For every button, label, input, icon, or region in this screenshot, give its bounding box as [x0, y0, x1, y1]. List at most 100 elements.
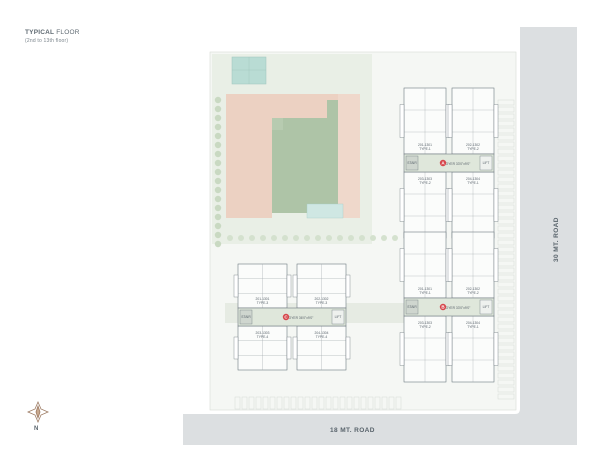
road-label-right: 30 MT. ROAD	[553, 217, 560, 262]
lift-core	[479, 299, 493, 315]
parking-bay	[269, 396, 276, 410]
tower-letter: A	[441, 161, 445, 166]
tower-letter: C	[284, 315, 288, 320]
parking-bay	[497, 169, 515, 176]
parking-bay	[374, 396, 381, 410]
unit-number: 204-1304	[466, 177, 480, 181]
tree	[326, 235, 332, 241]
foyer-label: FOYER 36'0"x9'0"	[287, 316, 315, 320]
tower-letter: B	[441, 305, 445, 310]
parking-bay	[497, 99, 515, 106]
plan-title: TYPICAL FLOOR (2nd to 13th floor)	[25, 29, 80, 45]
tree	[214, 204, 222, 212]
unit-type: TYPE-3	[257, 301, 269, 305]
parking-bay	[497, 239, 515, 246]
tree	[214, 114, 222, 122]
balcony	[447, 332, 453, 366]
tree	[293, 235, 299, 241]
parking-bay	[339, 396, 346, 410]
tree	[214, 186, 222, 194]
parking-bay	[497, 323, 515, 330]
parking-bay	[497, 372, 515, 379]
tree	[214, 231, 222, 239]
tree	[214, 132, 222, 140]
balcony	[447, 248, 453, 282]
parking-bay	[304, 396, 311, 410]
unit-number: 201-1301	[256, 297, 270, 301]
tree	[214, 123, 222, 131]
balcony	[286, 274, 292, 298]
balcony	[345, 274, 351, 298]
balcony	[399, 104, 405, 138]
balcony	[345, 336, 351, 360]
parking-bay	[497, 155, 515, 162]
core-foyer	[403, 153, 495, 173]
tower-marker	[439, 159, 447, 167]
tree	[214, 96, 222, 104]
tree	[214, 150, 222, 158]
balcony	[292, 336, 298, 360]
tree	[359, 235, 365, 241]
balcony	[493, 104, 499, 138]
balcony	[292, 274, 298, 298]
parking-bay	[497, 295, 515, 302]
parking-bay	[497, 393, 515, 400]
parking-bay	[497, 141, 515, 148]
parking-bay	[367, 396, 374, 410]
lift-core	[479, 155, 493, 171]
lift-core	[331, 309, 345, 325]
unit-type: TYPE-2	[467, 147, 479, 151]
unit-number: 202-1302	[315, 297, 329, 301]
stair-core	[405, 155, 419, 171]
unit-type: TYPE-2	[419, 181, 431, 185]
tree	[214, 105, 222, 113]
core-foyer	[237, 307, 347, 327]
parking-bay	[497, 183, 515, 190]
stair-core	[239, 309, 253, 325]
tree	[238, 235, 244, 241]
balcony	[447, 188, 453, 222]
parking-bay	[497, 232, 515, 239]
parking-bay	[497, 365, 515, 372]
unit-number: 204-1304	[315, 331, 329, 335]
balcony	[493, 188, 499, 222]
unit-number: 203-1303	[418, 321, 432, 325]
tower-a: 201-1301TYPE-1202-1302TYPE-2203-1303TYPE…	[399, 87, 499, 239]
balcony	[399, 332, 405, 366]
unit-type: TYPE-1	[419, 291, 431, 295]
unit-number: 202-1302	[466, 287, 480, 291]
title-bold: TYPICAL	[25, 29, 55, 36]
tower-marker	[282, 313, 290, 321]
tree	[348, 235, 354, 241]
unit-number: 203-1303	[418, 177, 432, 181]
stair-core	[405, 299, 419, 315]
core-foyer	[403, 297, 495, 317]
parking-bay	[497, 225, 515, 232]
tree	[260, 235, 266, 241]
parking-bay	[497, 176, 515, 183]
north-arrow-icon	[26, 400, 50, 424]
tree	[214, 168, 222, 176]
parking-bay	[497, 281, 515, 288]
tree	[315, 235, 321, 241]
unit-number: 201-1301	[418, 143, 432, 147]
parking-bay	[332, 396, 339, 410]
parking-bay	[388, 396, 395, 410]
road-label-bottom: 18 MT. ROAD	[330, 427, 375, 434]
balcony	[447, 104, 453, 138]
tower-c: 201-1301TYPE-3202-1302TYPE-3203-1303TYPE…	[233, 263, 351, 371]
parking-bay	[497, 302, 515, 309]
title-rest: FLOOR	[54, 29, 80, 36]
tree	[370, 235, 376, 241]
parking-bay	[346, 396, 353, 410]
tree	[392, 235, 398, 241]
tree	[249, 235, 255, 241]
balcony	[286, 336, 292, 360]
lift-label: LIFT	[483, 305, 490, 309]
tree	[214, 195, 222, 203]
